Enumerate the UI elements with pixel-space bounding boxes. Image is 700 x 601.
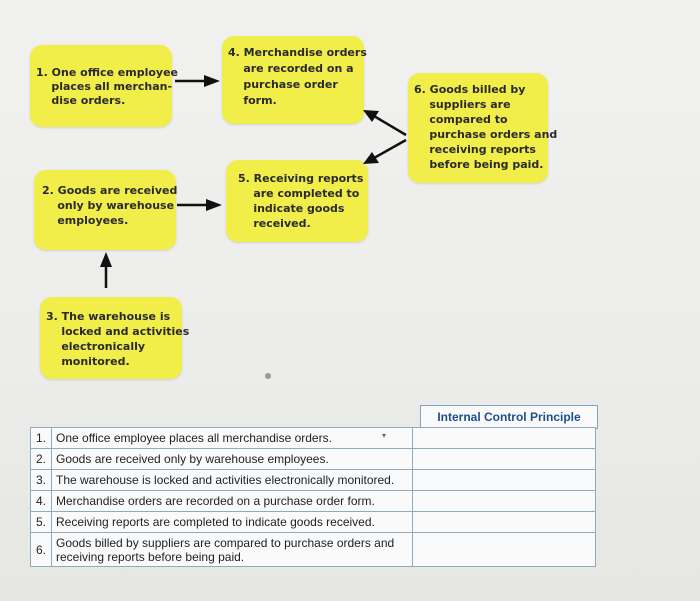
principle-select[interactable] <box>412 469 596 491</box>
box-4-line-2: are recorded on a <box>228 62 354 75</box>
arrow-icon <box>175 75 220 87</box>
flow-box-1: 1. One office employee places all mercha… <box>30 45 178 127</box>
row-statement: The warehouse is locked and activities e… <box>51 469 413 491</box>
principle-select[interactable] <box>412 490 596 512</box>
flow-box-2: 2. Goods are received only by warehouse … <box>34 170 178 250</box>
box-6-line-6: before being paid. <box>414 158 544 171</box>
table-row: 2. Goods are received only by warehouse … <box>30 448 596 470</box>
box-6-line-3: compared to <box>414 113 508 126</box>
row-number: 2. <box>30 448 52 470</box>
decorative-dot <box>265 373 271 379</box>
box-1-line-3: dise orders. <box>36 94 126 107</box>
table-row: 4. Merchandise orders are recorded on a … <box>30 490 596 512</box>
flow-box-4: 4. Merchandise orders are recorded on a … <box>222 36 367 124</box>
table-row: 3. The warehouse is locked and activitie… <box>30 469 596 491</box>
principle-select[interactable] <box>412 511 596 533</box>
box-4-line-3: purchase order <box>228 78 338 91</box>
principle-select[interactable] <box>412 427 596 449</box>
row-statement: Goods billed by suppliers are compared t… <box>51 532 413 567</box>
arrow-icon <box>100 252 112 288</box>
box-6-line-1: 6. Goods billed by <box>414 83 526 96</box>
box-6-line-2: suppliers are <box>414 98 511 111</box>
flow-box-5: 5. Receiving reports are completed to in… <box>226 160 368 242</box>
table-row: 5. Receiving reports are completed to in… <box>30 511 596 533</box>
box-3-line-1: 3. The warehouse is <box>46 310 171 323</box>
box-1-line-1: 1. One office employee <box>36 66 178 79</box>
box-4-line-1: 4. Merchandise orders <box>228 46 367 59</box>
control-principles-table: Internal Control Principle 1. One office… <box>30 403 603 579</box>
statements-table: 1. One office employee places all mercha… <box>30 427 596 567</box>
row-number: 1. <box>30 427 52 449</box>
row-statement: Merchandise orders are recorded on a pur… <box>51 490 413 512</box>
box-3-line-2: locked and activities <box>46 325 190 338</box>
box-6-line-5: receiving reports <box>414 143 536 156</box>
box-2-line-1: 2. Goods are received <box>42 184 178 197</box>
box-3-line-4: monitored. <box>46 355 130 368</box>
box-5-line-2: are completed to <box>238 187 360 200</box>
row-number: 5. <box>30 511 52 533</box>
box-6-line-4: purchase orders and <box>414 128 558 141</box>
column-header-internal-control-principle: Internal Control Principle <box>420 405 598 429</box>
box-5-line-3: indicate goods <box>238 202 345 215</box>
row-statement: Goods are received only by warehouse emp… <box>51 448 413 470</box>
box-2-line-2: only by warehouse <box>42 199 175 212</box>
row-statement: One office employee places all merchandi… <box>51 427 413 449</box>
principle-select[interactable] <box>412 448 596 470</box>
box-3-line-3: electronically <box>46 340 146 353</box>
principle-select[interactable] <box>412 532 596 567</box>
flow-box-3: 3. The warehouse is locked and activitie… <box>40 297 189 379</box>
chevron-down-icon: ▾ <box>381 431 386 440</box>
arrow-icon <box>363 110 407 137</box>
arrow-icon <box>177 199 222 211</box>
row-statement: Receiving reports are completed to indic… <box>51 511 413 533</box>
table-row: 6. Goods billed by suppliers are compare… <box>30 532 596 567</box>
arrow-icon <box>363 138 407 164</box>
box-1-line-2: places all merchan- <box>36 80 173 93</box>
row-number: 3. <box>30 469 52 491</box>
row-number: 6. <box>30 532 52 567</box>
row-number: 4. <box>30 490 52 512</box>
row-statement-text: One office employee places all merchandi… <box>56 431 332 445</box>
box-5-line-1: 5. Receiving reports <box>238 172 364 185</box>
box-4-line-4: form. <box>228 94 277 107</box>
table-row: 1. One office employee places all mercha… <box>30 427 596 449</box>
box-2-line-3: employees. <box>42 214 129 227</box>
flow-box-6: 6. Goods billed by suppliers are compare… <box>408 73 557 183</box>
box-5-line-4: received. <box>238 217 311 230</box>
